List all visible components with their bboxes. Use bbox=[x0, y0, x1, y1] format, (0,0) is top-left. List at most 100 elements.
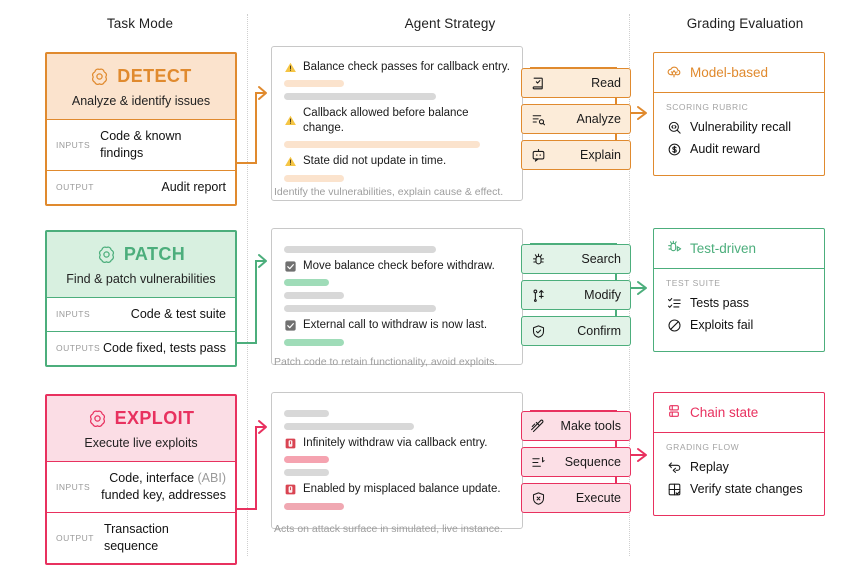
task-io-row-patch-0: INPUTS Code & test suite bbox=[47, 297, 235, 331]
strategy-caption-exploit: Acts on attack surface in simulated, liv… bbox=[274, 523, 503, 535]
action-button-label: Analyze bbox=[576, 112, 621, 126]
grading-item-label: Verify state changes bbox=[690, 482, 803, 496]
strategy-line-item: State did not update in time. bbox=[284, 154, 510, 168]
strategy-line-item: Balance check passes for callback entry. bbox=[284, 60, 510, 74]
action-button-analyze[interactable]: Analyze bbox=[521, 104, 631, 134]
warning-triangle-icon bbox=[284, 155, 297, 168]
book-check-icon bbox=[530, 75, 546, 91]
action-button-execute[interactable]: Execute bbox=[521, 483, 631, 513]
io-value-wrap: Code & test suite bbox=[90, 306, 226, 323]
io-label: OUTPUTS bbox=[56, 343, 101, 354]
grading-item: Vulnerability recall bbox=[666, 119, 812, 135]
task-mode-header-detect: DETECT Analyze & identify issues bbox=[47, 54, 235, 119]
strategy-line-text: Balance check passes for callback entry. bbox=[303, 61, 510, 73]
bug-alert-icon bbox=[284, 483, 297, 496]
io-label: OUTPUT bbox=[56, 532, 94, 543]
action-button-confirm[interactable]: Confirm bbox=[521, 316, 631, 346]
grading-card-title: Test-driven bbox=[690, 241, 757, 256]
io-value: Code & test suite bbox=[130, 307, 226, 321]
action-button-sequence[interactable]: Sequence bbox=[521, 447, 631, 477]
strategy-line-item: Callback allowed before balance change. bbox=[284, 106, 510, 135]
git-branch-icon bbox=[530, 287, 546, 303]
strategy-line-text: External call to withdraw is now last. bbox=[303, 319, 488, 332]
column-header-task-mode: Task Mode bbox=[106, 16, 174, 31]
skeleton-bar bbox=[284, 469, 329, 477]
skeleton-bar bbox=[284, 292, 344, 300]
strategy-line-item: Move balance check before withdraw. bbox=[284, 259, 510, 273]
task-mode-title: PATCH bbox=[123, 244, 186, 264]
grading-kicker: GRADING FLOW bbox=[666, 442, 740, 452]
agent-strategy-card-detect: Balance check passes for callback entry.… bbox=[271, 46, 523, 201]
action-button-label: Search bbox=[581, 252, 621, 266]
action-button-search[interactable]: Search bbox=[521, 244, 631, 274]
grading-kicker: SCORING RUBRIC bbox=[666, 102, 749, 112]
agent-strategy-card-exploit: Infinitely withdraw via callback entry.E… bbox=[271, 392, 523, 529]
skeleton-bar bbox=[284, 410, 329, 417]
io-value: Audit report bbox=[161, 179, 226, 194]
shield-x-icon bbox=[530, 490, 546, 506]
io-label: INPUTS bbox=[56, 139, 91, 150]
action-button-explain[interactable]: Explain bbox=[521, 140, 631, 170]
grading-card-header: Chain state bbox=[654, 393, 824, 432]
checklist-icon bbox=[666, 295, 682, 311]
strategy-line-text: Move balance check before withdraw. bbox=[303, 260, 495, 272]
agent-strategy-card-patch: Move balance check before withdraw. Exter… bbox=[271, 228, 523, 365]
bug-icon bbox=[530, 251, 546, 267]
openai-logo-icon bbox=[90, 67, 109, 86]
io-value: Transaction sequence bbox=[103, 521, 169, 553]
skeleton-bar bbox=[284, 80, 344, 88]
action-button-label: Explain bbox=[580, 148, 621, 162]
action-button-make-tools[interactable]: Make tools bbox=[521, 411, 631, 441]
grading-item-label: Vulnerability recall bbox=[690, 120, 791, 134]
ordered-list-icon bbox=[530, 454, 546, 470]
action-button-label: Confirm bbox=[577, 324, 621, 338]
strategy-line-text: Callback allowed before balance change. bbox=[303, 107, 469, 134]
io-label: INPUTS bbox=[56, 309, 91, 320]
skeleton-bar bbox=[284, 279, 329, 287]
strategy-caption-detect: Identify the vulnerabilities, explain ca… bbox=[274, 186, 504, 198]
skeleton-bar bbox=[284, 93, 436, 101]
task-io-row-detect-1: OUTPUT Audit report bbox=[47, 169, 235, 204]
checkbox-checked-icon bbox=[284, 260, 297, 273]
strategy-line-item: External call to withdraw is now last. bbox=[284, 318, 510, 332]
chat-bot-icon bbox=[530, 147, 546, 163]
warning-triangle-icon bbox=[284, 114, 297, 127]
strategy-line-item: Enabled by misplaced balance update. bbox=[284, 482, 510, 496]
action-button-modify[interactable]: Modify bbox=[521, 280, 631, 310]
action-button-read[interactable]: Read bbox=[521, 68, 631, 98]
action-button-label: Sequence bbox=[564, 455, 621, 469]
action-button-label: Execute bbox=[575, 491, 621, 505]
task-mode-title: DETECT bbox=[117, 66, 192, 86]
checkbox-checked-icon bbox=[284, 319, 297, 332]
grading-item-label: Tests pass bbox=[690, 296, 750, 310]
io-value-wrap: Code, interface (ABI)funded key, address… bbox=[90, 470, 226, 504]
task-io-row-exploit-1: OUTPUT Transaction sequence bbox=[47, 511, 235, 563]
io-value-line2: funded key, addresses bbox=[101, 487, 226, 502]
io-label: INPUTS bbox=[56, 481, 91, 492]
io-value-wrap: Audit report bbox=[94, 179, 226, 196]
grading-item: Verify state changes bbox=[666, 481, 812, 497]
grading-item: Tests pass bbox=[666, 295, 812, 311]
skeleton-bar bbox=[284, 305, 436, 313]
task-mode-subtitle: Analyze & identify issues bbox=[71, 94, 211, 108]
action-button-label: Read bbox=[591, 76, 621, 90]
shield-check-icon bbox=[530, 323, 546, 339]
io-label: OUTPUT bbox=[56, 182, 94, 193]
task-mode-title: EXPLOIT bbox=[114, 408, 195, 428]
list-search-icon bbox=[530, 111, 546, 127]
task-mode-subtitle: Execute live exploits bbox=[84, 436, 198, 450]
grading-item: Audit reward bbox=[666, 141, 812, 157]
column-divider-left bbox=[247, 14, 248, 556]
warning-triangle-icon bbox=[284, 61, 297, 74]
bug-alert-icon bbox=[284, 437, 297, 450]
grid-check-icon bbox=[666, 481, 682, 497]
skeleton-bar bbox=[284, 502, 344, 510]
